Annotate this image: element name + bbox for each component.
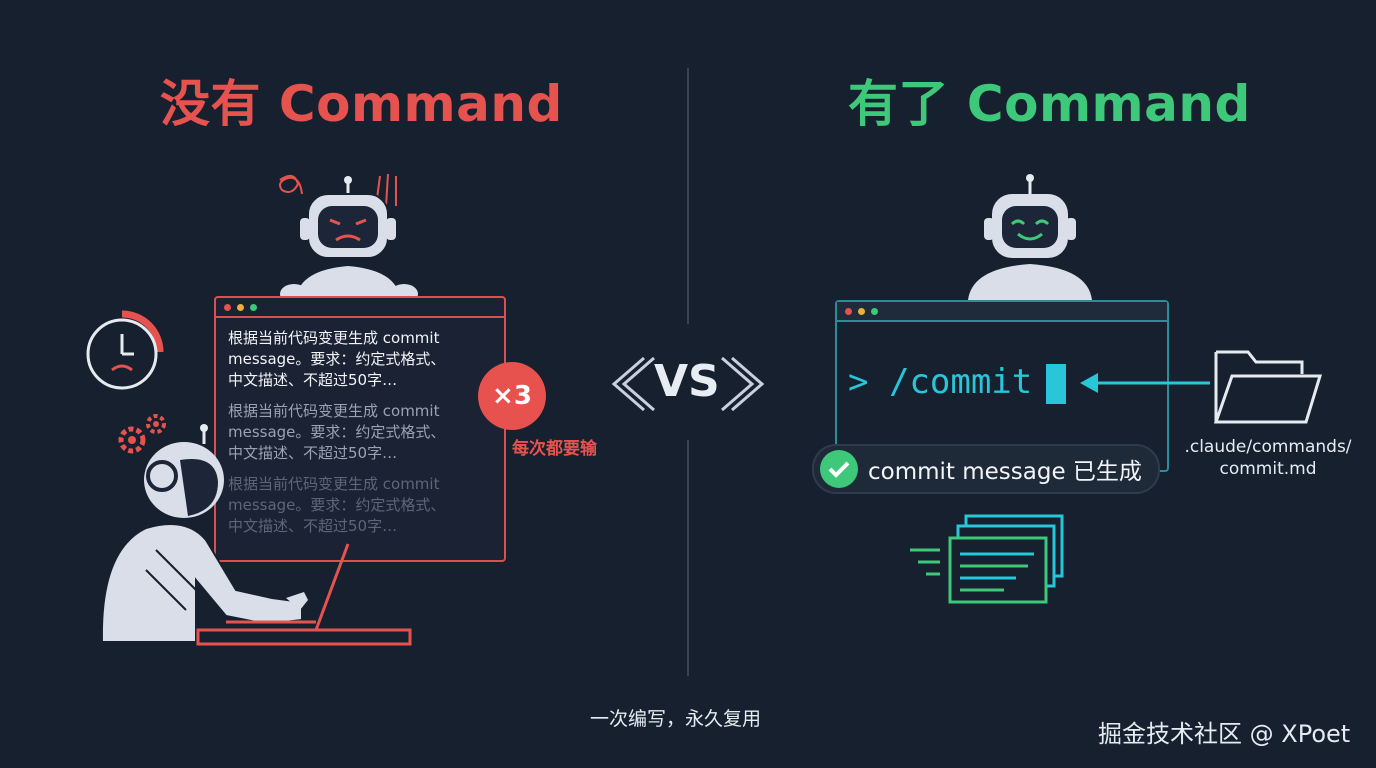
prompt-text-2: 根据当前代码变更生成 commit message。要求：约定式格式、 中文描述…: [228, 402, 446, 462]
minimize-dot-icon: [237, 303, 244, 311]
clock-sad-icon: [86, 310, 164, 390]
maximize-dot-icon: [250, 303, 257, 311]
minimize-dot-icon: [858, 307, 865, 315]
vs-chevrons-icon: [611, 356, 765, 412]
sad-robot-icon: [280, 176, 418, 304]
maximize-dot-icon: [871, 307, 878, 315]
left-terminal-titlebar: [216, 298, 504, 318]
typing-robot-icon: [100, 424, 412, 646]
gears-icon: [118, 414, 166, 454]
vs-label: VS: [654, 356, 720, 407]
repeat-count-badge: ×3: [478, 362, 546, 430]
close-dot-icon: [845, 307, 852, 315]
text-cursor-icon: [1046, 364, 1066, 404]
prompt-text-3: 根据当前代码变更生成 commit message。要求：约定式格式、 中文描述…: [228, 475, 446, 535]
right-terminal-titlebar: [837, 302, 1167, 322]
arrow-left-icon: [1080, 373, 1210, 393]
left-title: 没有 Command: [160, 75, 563, 133]
divider-bottom: [687, 440, 689, 676]
author-watermark: 掘金技术社区 @ XPoet: [1098, 720, 1351, 748]
repeat-caption: 每次都要输: [512, 439, 597, 459]
footer-slogan: 一次编写，永久复用: [590, 708, 762, 730]
close-dot-icon: [224, 303, 231, 311]
right-terminal-window: [835, 300, 1169, 472]
file-path-line-1: .claude/commands/: [1184, 437, 1352, 457]
command-file-path: .claude/commands/ commit.md: [1180, 436, 1356, 480]
folder-icon: [1213, 350, 1323, 424]
success-status-pill: commit message 已生成: [812, 444, 1160, 494]
file-path-line-2: commit.md: [1219, 459, 1317, 479]
right-title: 有了 Command: [848, 75, 1251, 133]
status-message: commit message 已生成: [868, 459, 1142, 485]
generated-documents-icon: [910, 514, 1064, 604]
command-input-line: > /commit: [848, 362, 1033, 402]
divider-top: [687, 68, 689, 324]
check-icon: [820, 450, 858, 488]
left-terminal-window: 根据当前代码变更生成 commit message。要求：约定式格式、 中文描述…: [214, 296, 506, 562]
prompt-text-1: 根据当前代码变更生成 commit message。要求：约定式格式、 中文描述…: [228, 329, 446, 389]
happy-robot-icon: [968, 174, 1092, 300]
